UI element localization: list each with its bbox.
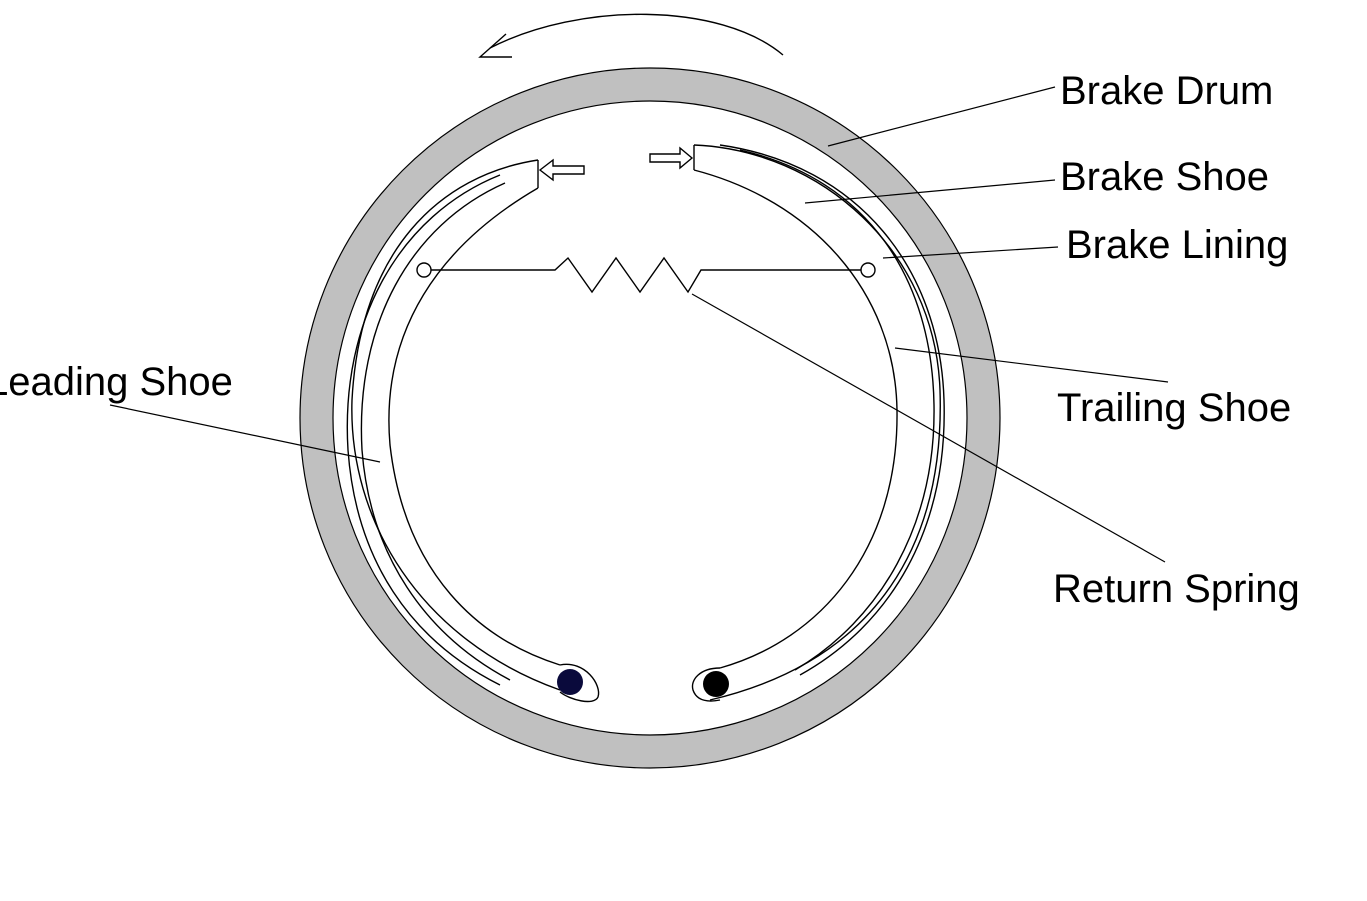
leader-brake-shoe bbox=[804, 179, 1056, 204]
rotation-arrow bbox=[478, 13, 784, 58]
spring-coil bbox=[431, 256, 861, 294]
leader-brake-drum bbox=[827, 86, 1056, 147]
leading-shoe-web bbox=[351, 159, 561, 691]
label-brake-drum: Brake Drum bbox=[1060, 69, 1273, 113]
leading-shoe-heel bbox=[559, 663, 600, 703]
labels: Brake Drum Brake Shoe Brake Lining Leadi… bbox=[0, 69, 1300, 611]
leading-shoe-lining bbox=[346, 174, 501, 686]
label-leading-shoe: Leading Shoe bbox=[0, 360, 233, 404]
return-spring bbox=[416, 256, 876, 294]
trailing-piston-arrow bbox=[649, 146, 694, 170]
label-trailing-shoe: Trailing Shoe bbox=[1057, 386, 1291, 430]
leading-shoe-lining-inner bbox=[360, 182, 511, 681]
spring-anchor-right bbox=[860, 262, 876, 278]
trailing-shoe-web bbox=[693, 144, 941, 701]
label-brake-lining: Brake Lining bbox=[1066, 223, 1288, 267]
leader-trailing-shoe bbox=[894, 347, 1169, 383]
trailing-shoe-lining-inner bbox=[739, 149, 935, 671]
leader-lines bbox=[109, 86, 1169, 563]
trailing-shoe-lining bbox=[719, 144, 945, 676]
label-return-spring: Return Spring bbox=[1053, 567, 1300, 611]
leader-leading-shoe bbox=[109, 404, 381, 463]
brake-drum bbox=[299, 67, 1001, 769]
trailing-shoe-pivot bbox=[703, 671, 729, 697]
leading-shoe-rim bbox=[388, 187, 561, 666]
leading-piston-arrow bbox=[538, 158, 585, 182]
leader-return-spring bbox=[691, 293, 1166, 563]
leading-shoe-assembly bbox=[346, 158, 600, 703]
trailing-shoe-rim bbox=[693, 169, 898, 669]
leader-brake-lining bbox=[882, 246, 1059, 259]
label-brake-shoe: Brake Shoe bbox=[1060, 155, 1269, 199]
trailing-shoe-heel bbox=[691, 667, 721, 702]
leading-shoe-pivot bbox=[557, 669, 583, 695]
spring-anchor-left bbox=[416, 262, 432, 278]
